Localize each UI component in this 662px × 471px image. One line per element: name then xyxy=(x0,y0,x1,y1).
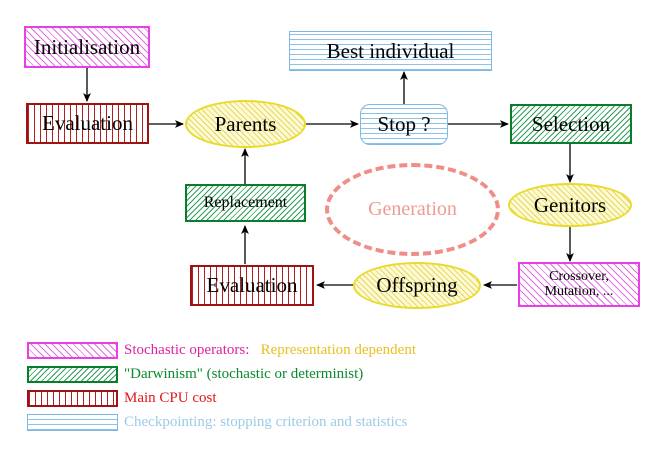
node-evaluation-top[interactable]: Evaluation xyxy=(26,103,149,144)
node-offspring[interactable]: Offspring xyxy=(353,262,481,309)
genitors-label: Genitors xyxy=(533,192,607,217)
parents-label: Parents xyxy=(214,111,277,136)
legend-swatch-red-vertical xyxy=(27,389,118,407)
legend-swatch-magenta-diagonal xyxy=(27,341,118,359)
node-initialisation[interactable]: Initialisation xyxy=(24,26,150,68)
legend-text-stochastic-operators: Stochastic operators: xyxy=(124,341,250,358)
legend-text-representation-dependent: Representation dependent xyxy=(249,341,417,358)
legend-swatch-green-diagonal xyxy=(27,365,118,383)
evaluation-top-label: Evaluation xyxy=(42,111,133,136)
node-stop[interactable]: Stop ? xyxy=(360,104,448,145)
node-genitors[interactable]: Genitors xyxy=(508,183,632,227)
legend-row-checkpointing: Checkpointing: stopping criterion and st… xyxy=(0,410,662,434)
node-evaluation-bottom[interactable]: Evaluation xyxy=(190,265,314,306)
generation-ellipse: Generation xyxy=(325,163,500,256)
node-parents[interactable]: Parents xyxy=(185,100,306,148)
replacement-label: Replacement xyxy=(203,193,288,211)
legend-label-darwinism: "Darwinism" (stochastic or determinist) xyxy=(124,365,364,382)
node-selection[interactable]: Selection xyxy=(510,104,632,144)
legend: Stochastic operators: Representation dep… xyxy=(0,338,662,434)
legend-label-stochastic-operators: Stochastic operators: Representation dep… xyxy=(124,342,416,359)
legend-swatch-blue-horizontal xyxy=(27,413,118,431)
legend-row-stochastic-operators: Stochastic operators: Representation dep… xyxy=(0,338,662,362)
offspring-label: Offspring xyxy=(376,273,458,298)
stop-label: Stop ? xyxy=(377,112,431,137)
legend-row-darwinism: "Darwinism" (stochastic or determinist) xyxy=(0,362,662,386)
legend-row-main-cpu-cost: Main CPU cost xyxy=(0,386,662,410)
evaluation-bottom-label: Evaluation xyxy=(206,273,298,298)
node-replacement[interactable]: Replacement xyxy=(185,184,306,222)
initialisation-label: Initialisation xyxy=(33,34,141,59)
selection-label: Selection xyxy=(531,111,611,136)
legend-label-checkpointing: Checkpointing: stopping criterion and st… xyxy=(124,413,408,430)
crossover-mutation-label: Crossover, Mutation, ... xyxy=(544,268,614,299)
legend-label-main-cpu-cost: Main CPU cost xyxy=(124,389,217,406)
node-best-individual[interactable]: Best individual xyxy=(289,31,492,71)
best-individual-label: Best individual xyxy=(326,38,455,63)
generation-label: Generation xyxy=(368,198,457,220)
node-crossover-mutation[interactable]: Crossover, Mutation, ... xyxy=(518,262,640,307)
